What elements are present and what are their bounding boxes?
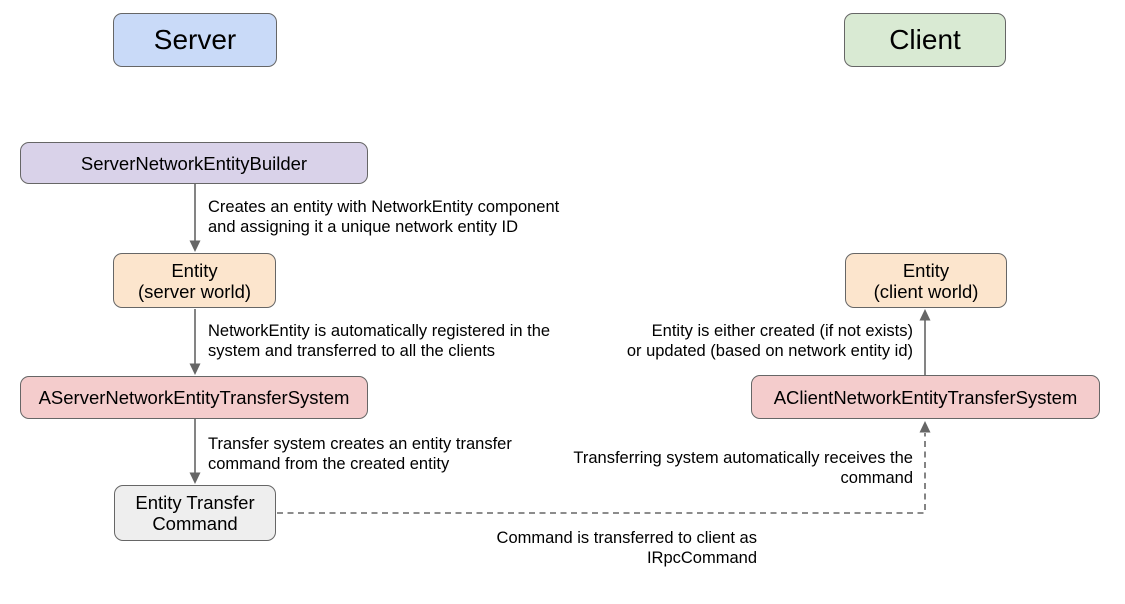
- edge-label-command-transferred: Command is transferred to client as IRpc…: [496, 529, 757, 567]
- node-aclient-network-entity-transfer-system: AClientNetworkEntityTransferSystem: [751, 375, 1100, 419]
- node-entity-client-world-label: Entity (client world): [873, 259, 979, 302]
- node-entity-server-world: Entity (server world): [113, 253, 276, 308]
- edge-label-creates-command: Transfer system creates an entity transf…: [208, 435, 512, 473]
- node-client-label: Client: [889, 24, 961, 55]
- node-server: Server: [113, 13, 277, 67]
- edge-label-receives-command: Transferring system automatically receiv…: [573, 449, 913, 487]
- edge-label-creates-entity: Creates an entity with NetworkEntity com…: [208, 198, 560, 236]
- node-entity-transfer-command-label: Entity Transfer Command: [135, 492, 255, 534]
- node-entity-transfer-command: Entity Transfer Command: [114, 485, 276, 541]
- node-server-network-entity-builder-label: ServerNetworkEntityBuilder: [80, 152, 308, 174]
- node-aserver-network-entity-transfer-system-label: AServerNetworkEntityTransferSystem: [38, 387, 350, 408]
- arrow-builder-to-server-entity: [189, 184, 201, 252]
- arrow-transfer-system-to-command: [189, 419, 201, 484]
- node-client: Client: [844, 13, 1006, 67]
- node-server-network-entity-builder: ServerNetworkEntityBuilder: [20, 142, 368, 184]
- node-entity-client-world: Entity (client world): [845, 253, 1007, 308]
- node-aserver-network-entity-transfer-system: AServerNetworkEntityTransferSystem: [20, 376, 368, 419]
- edge-label-entity-created-or-updated: Entity is either created (if not exists)…: [626, 322, 913, 360]
- node-server-label: Server: [153, 24, 237, 55]
- dashed-arrow-command-to-client-system: [277, 421, 931, 514]
- arrow-server-entity-to-transfer-system: [189, 309, 201, 375]
- arrow-client-system-to-client-entity: [919, 309, 931, 375]
- edge-label-auto-registered: NetworkEntity is automatically registere…: [208, 322, 551, 360]
- node-entity-server-world-label: Entity (server world): [137, 259, 252, 302]
- node-aclient-network-entity-transfer-system-label: AClientNetworkEntityTransferSystem: [773, 386, 1078, 408]
